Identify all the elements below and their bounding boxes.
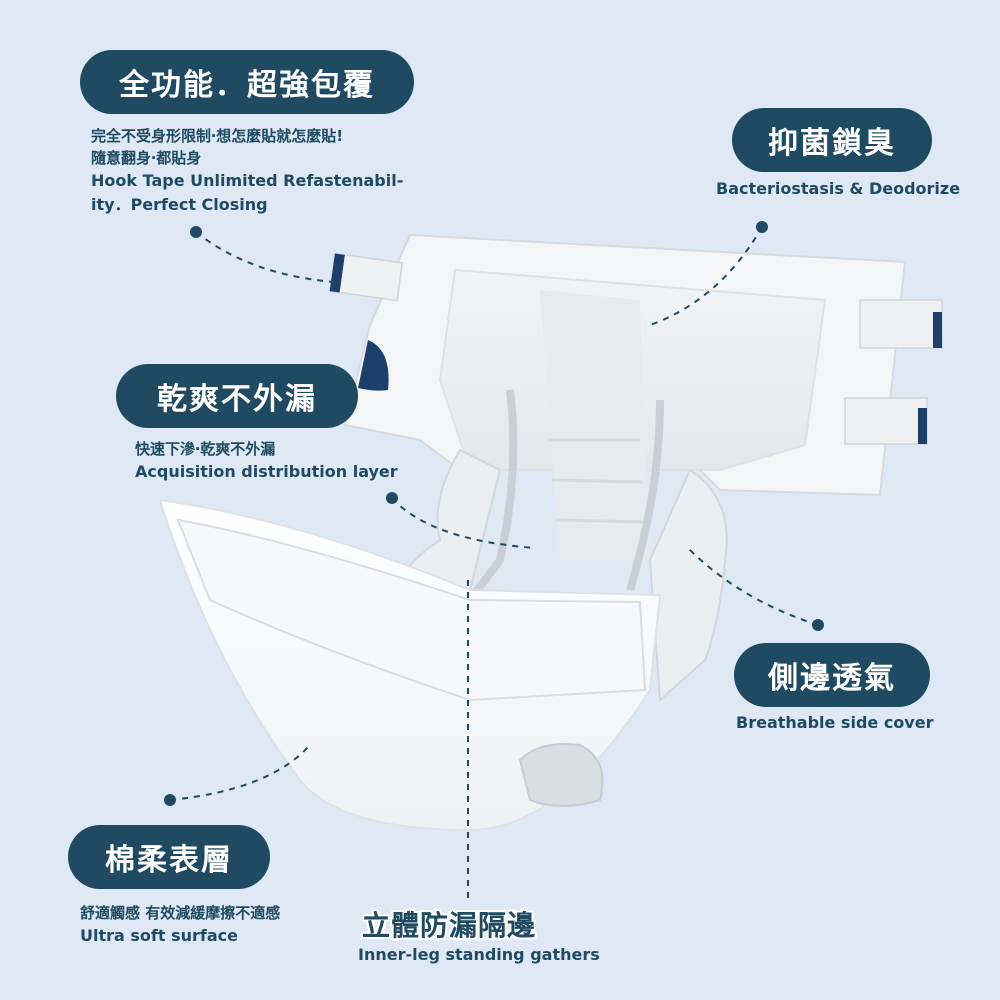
leg-cuff-right (648, 468, 728, 703)
dot-fit (190, 226, 202, 238)
dot-dry (386, 492, 398, 504)
right-tape-upper-hook (933, 312, 942, 348)
leader-dots (164, 221, 824, 806)
front-landing-zone (176, 518, 647, 702)
desc-fit-en-1: Hook Tape Unlimited Refastenabil- (91, 171, 404, 190)
leader-breathable (687, 547, 819, 626)
feature-desc-soft: 舒適觸感 有效減緩摩擦不適感 Ultra soft surface (80, 902, 280, 948)
feature-desc-dry: 快速下滲‧乾爽不外漏 Acquisition distribution laye… (135, 438, 398, 484)
right-tape-upper (859, 299, 943, 349)
left-side-blue (358, 340, 389, 391)
desc-fit-zh-2: 隨意翻身‧都貼身 (91, 149, 202, 167)
desc-dry-en: Acquisition distribution layer (135, 462, 398, 481)
right-tape-lower (844, 397, 928, 445)
desc-fit-en-2: ity．Perfect Closing (91, 195, 268, 214)
feature-title-dry: 乾爽不外漏 (116, 364, 358, 428)
leader-antibacterial (649, 226, 763, 326)
feature-title-breathable: 側邊透氣 (734, 643, 930, 707)
feature-title-fit: 全功能．超強包覆 (80, 50, 414, 114)
leader-soft (169, 744, 311, 801)
feature-title-soft: 棉柔表層 (68, 825, 270, 889)
desc-soft-en: Ultra soft surface (80, 926, 238, 945)
standing-gather-right (626, 399, 664, 592)
feature-desc-gathers: Inner-leg standing gathers (358, 945, 600, 964)
desc-dry-zh: 快速下滲‧乾爽不外漏 (135, 440, 276, 458)
center-channel (540, 290, 650, 560)
feature-title-antibacterial: 抑菌鎖臭 (732, 108, 932, 172)
feature-desc-breathable: Breathable side cover (736, 713, 934, 732)
leader-fit (195, 231, 336, 283)
leg-opening (518, 743, 604, 807)
dot-breathable (812, 619, 824, 631)
right-tape-lower-hook (918, 408, 927, 444)
desc-soft-zh: 舒適觸感 有效減緩摩擦不適感 (80, 904, 281, 922)
feature-desc-antibacterial: Bacteriostasis & Deodorize (716, 179, 961, 198)
standing-gather-left (466, 389, 518, 603)
feature-desc-fit: 完全不受身形限制‧想怎麼貼就怎麼貼! 隨意翻身‧都貼身 Hook Tape Un… (91, 125, 403, 217)
feature-title-gathers: 立體防漏隔邊 (362, 909, 537, 942)
dot-antibacterial (756, 221, 768, 233)
dot-soft (164, 794, 176, 806)
leader-dry (391, 497, 536, 549)
leader-lines (169, 226, 819, 900)
desc-fit-zh-1: 完全不受身形限制‧想怎麼貼就怎麼貼! (91, 127, 344, 145)
